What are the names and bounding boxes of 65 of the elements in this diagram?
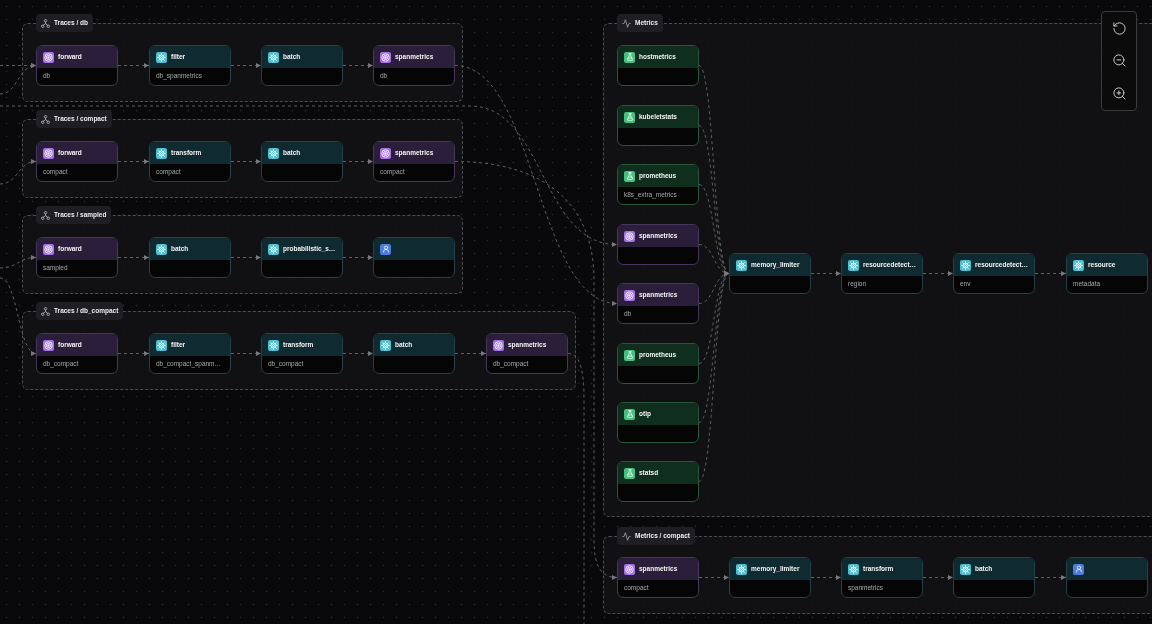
- dashed-arrow: [698, 575, 730, 580]
- dashed-arrow: [342, 255, 374, 260]
- dashed-arrow: [1034, 575, 1067, 580]
- dashed-arrow: [342, 351, 374, 356]
- dashed-arrow: [698, 125, 730, 274]
- component-card: [36, 237, 118, 278]
- component-card: [261, 45, 343, 86]
- component-card: [953, 253, 1035, 294]
- component-card: [617, 45, 699, 86]
- dashed-arrow: [922, 271, 954, 276]
- component-card: [617, 343, 699, 384]
- component-card: [617, 557, 699, 598]
- component-card: [617, 402, 699, 443]
- component-card: [149, 333, 231, 374]
- component-card: [729, 253, 811, 294]
- dashed-arrow: [0, 63, 37, 95]
- component-card: [953, 557, 1035, 598]
- dashed-arrow: [230, 351, 262, 356]
- component-card: [373, 333, 455, 374]
- component-card: [36, 141, 118, 182]
- component-card: [149, 45, 231, 86]
- dashed-arrow: [698, 273, 730, 423]
- dashed-arrow: [342, 63, 374, 68]
- dashed-line: [567, 353, 585, 624]
- component-card: [261, 333, 343, 374]
- component-card: [486, 333, 568, 374]
- dashed-arrow: [454, 161, 618, 580]
- dashed-arrow: [230, 159, 262, 164]
- component-card: [729, 557, 811, 598]
- dashed-arrow: [0, 255, 37, 269]
- component-card: [373, 141, 455, 182]
- component-card: [261, 237, 343, 278]
- dashed-arrow: [342, 159, 374, 164]
- component-card: [841, 253, 923, 294]
- dashed-arrow: [117, 63, 150, 68]
- dashed-arrow: [810, 575, 842, 580]
- component-card: [1066, 557, 1148, 598]
- component-card: [617, 224, 699, 265]
- component-card: [36, 45, 118, 86]
- component-card: [36, 333, 118, 374]
- dashed-arrow: [230, 255, 262, 260]
- component-card: [617, 283, 699, 324]
- component-card: [617, 461, 699, 502]
- component-card: [617, 105, 699, 146]
- component-card: [373, 45, 455, 86]
- component-card: [617, 164, 699, 205]
- dashed-arrow: [230, 63, 262, 68]
- dashed-arrow: [0, 159, 37, 185]
- component-card: [261, 141, 343, 182]
- dashed-arrow: [810, 271, 842, 276]
- component-card: [841, 557, 923, 598]
- dashed-arrow: [0, 105, 618, 247]
- dashed-arrow: [117, 255, 150, 260]
- component-card: [1066, 253, 1148, 294]
- component-card: [149, 237, 231, 278]
- dashed-arrow: [454, 65, 618, 305]
- dashed-arrow: [698, 273, 730, 482]
- dashed-arrow: [454, 351, 487, 356]
- dashed-arrow: [1034, 271, 1067, 276]
- component-card: [149, 141, 231, 182]
- component-card: [373, 237, 455, 278]
- dashed-arrow: [117, 351, 150, 356]
- dashed-arrow: [0, 277, 37, 355]
- dashed-arrow: [922, 575, 954, 580]
- dashed-arrow: [117, 159, 150, 164]
